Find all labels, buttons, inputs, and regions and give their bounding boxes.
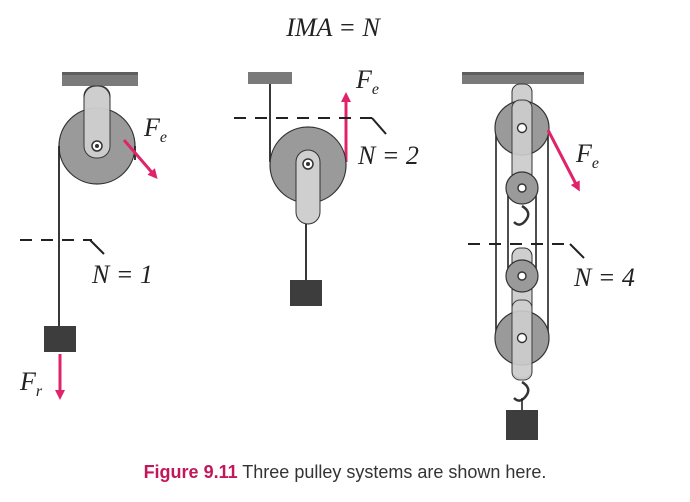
- resistance-force-label: F: [19, 367, 37, 396]
- pulley-system-2: Fe N = 2: [234, 65, 419, 306]
- resistance-force-subscript: r: [36, 383, 43, 400]
- pulley-diagram: IMA = N Fe N = 1 Fr: [19, 13, 635, 440]
- svg-text:Fr: Fr: [19, 367, 43, 400]
- ceiling-bar-top: [462, 72, 584, 75]
- ceiling-bar-top: [62, 72, 138, 75]
- pulley-system-3: Fe N = 4: [462, 72, 635, 440]
- effort-force-label: F: [575, 139, 593, 168]
- svg-text:Fe: Fe: [575, 139, 599, 172]
- effort-force-arrow: [122, 139, 158, 180]
- load-block: [290, 280, 322, 306]
- ceiling-bar: [248, 72, 292, 84]
- figure-caption-text: Three pulley systems are shown here.: [242, 462, 547, 482]
- load-block: [44, 326, 76, 352]
- hook: [513, 380, 530, 402]
- pulley-bracket: [295, 149, 321, 225]
- pulley-axle: [517, 271, 527, 281]
- pulley-axle: [516, 332, 528, 344]
- n-label: N = 2: [357, 141, 419, 170]
- effort-force-subscript: e: [372, 81, 379, 98]
- ceiling-bar: [62, 72, 138, 86]
- effort-force-label: F: [143, 113, 161, 142]
- load-block: [506, 410, 538, 440]
- n-label: N = 1: [91, 260, 153, 289]
- figure-caption: Figure 9.11 Three pulley systems are sho…: [0, 462, 690, 483]
- effort-force-subscript: e: [592, 155, 599, 172]
- n-level-tick: [569, 243, 585, 259]
- n-label: N = 4: [573, 263, 635, 292]
- svg-text:Fe: Fe: [143, 113, 167, 146]
- diagram-title: IMA = N: [285, 13, 381, 42]
- svg-text:Fe: Fe: [355, 65, 379, 98]
- hook: [513, 204, 530, 226]
- pulley-axle-center: [306, 162, 310, 166]
- effort-force-label: F: [355, 65, 373, 94]
- effort-force-arrow: [546, 129, 580, 192]
- pulley-axle: [516, 122, 528, 134]
- figure-label: Figure 9.11: [143, 462, 238, 482]
- pulley-bracket-front: [83, 85, 111, 159]
- pulley-axle-center: [95, 144, 99, 148]
- pulley-system-1: Fe N = 1 Fr: [19, 72, 167, 400]
- n-level-tick: [371, 117, 387, 135]
- n-level-tick: [89, 239, 105, 255]
- pulley-axle: [517, 183, 527, 193]
- effort-force-subscript: e: [160, 129, 167, 146]
